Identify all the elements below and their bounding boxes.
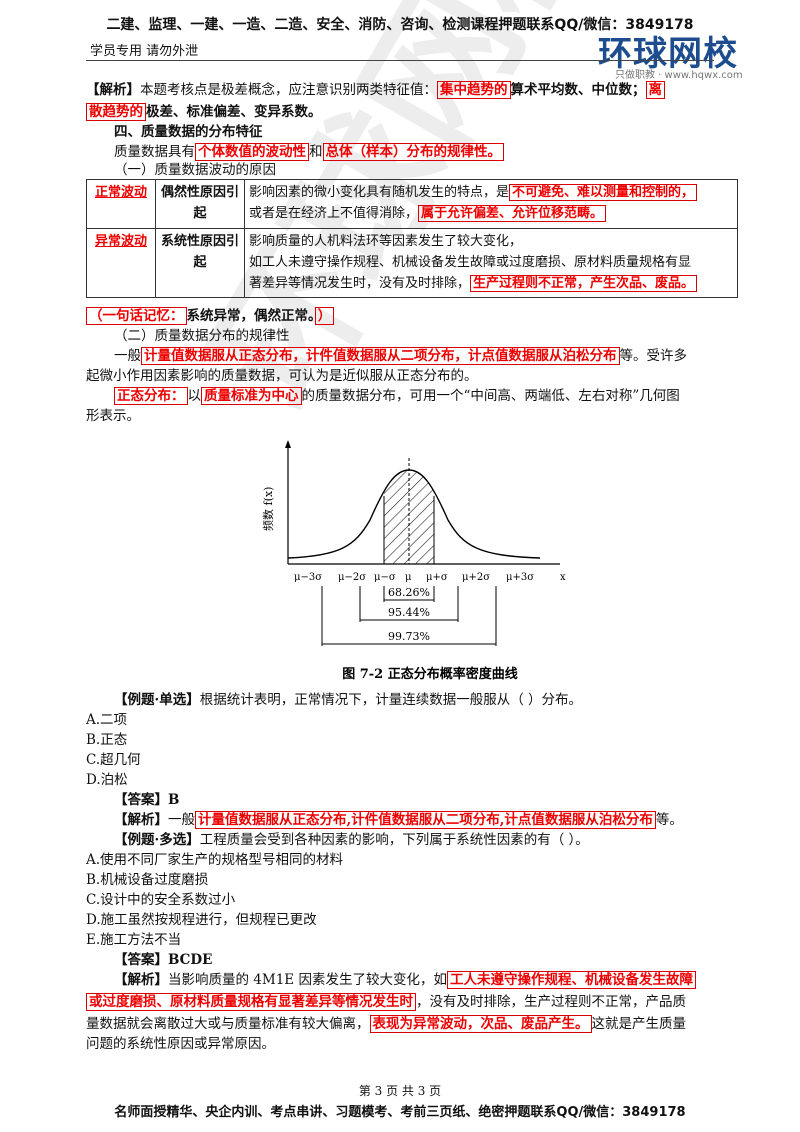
analysis-2: 【解析】一般计量值数据服从正态分布,计件值数据服从二项分布,计点值数据服从泊松分… bbox=[114, 811, 683, 829]
fluctuation-table: 正常波动 偶然性原因引起 影响因素的微小变化具有随机发生的特点，是不可避免、难以… bbox=[86, 179, 738, 298]
hatched-area bbox=[384, 469, 434, 565]
option: D.施工虽然按规程进行，但规程已更改 bbox=[86, 912, 317, 928]
paragraph-distribution-cont: 起微小作用因素影响的质量数据，可认为是近似服从正态分布的。 bbox=[86, 368, 478, 384]
option: E.施工方法不当 bbox=[86, 932, 182, 948]
answer-1: 【答案】B bbox=[114, 792, 180, 808]
tick-label: μ−3σ bbox=[294, 572, 322, 583]
paragraph-normal-cont: 形表示。 bbox=[86, 408, 140, 424]
type-cell: 异常波动 bbox=[86, 228, 156, 298]
option: A.二项 bbox=[86, 712, 128, 728]
table-row: 异常波动 系统性原因引起 影响质量的人机料法环等因素发生了较大变化，如工人未遵守… bbox=[86, 228, 738, 298]
question-1: 【例题·单选】根据统计表明，正常情况下，计量连续数据一般服从（ ）分布。 bbox=[114, 692, 582, 708]
tick-label: μ−σ bbox=[374, 572, 396, 583]
option: D.泊松 bbox=[86, 772, 128, 788]
header-rule bbox=[86, 60, 714, 61]
option: B.正态 bbox=[86, 732, 128, 748]
paragraph-features: 质量数据具有个体数值的波动性和总体（样本）分布的规律性。 bbox=[114, 142, 504, 162]
option: B.机械设备过度磨损 bbox=[86, 872, 209, 888]
tick-label: x bbox=[560, 572, 566, 583]
memo: （一句话记忆：系统异常，偶然正常。） bbox=[86, 306, 335, 326]
analysis-3-cont2: 量数据就会离散过大或与质量标准有较大偏离，表现为异常波动，次品、废品产生。这就是… bbox=[86, 1015, 686, 1033]
analysis-1-cont: 散趋势的极差、标准偏差、变异系数。 bbox=[86, 102, 322, 122]
answer-2: 【答案】BCDE bbox=[114, 952, 213, 968]
option: C.超几何 bbox=[86, 752, 141, 768]
tick-label: μ+σ bbox=[426, 572, 448, 583]
question-2: 【例题·多选】工程质量会受到各种因素的影响，下列属于系统性因素的有（ ）。 bbox=[114, 832, 589, 848]
logo-subtitle: 只做职教 · www.hqwx.com bbox=[615, 70, 743, 81]
subsection-2: （二）质量数据分布的规律性 bbox=[114, 328, 290, 344]
y-label: 频数 f(x) bbox=[261, 487, 275, 531]
analysis-3: 【解析】当影响质量的 4M1E 因素发生了较大变化，如工人未遵守操作规程、机械设… bbox=[114, 970, 696, 990]
footer-banner: 名师面授精华、央企内训、考点串讲、习题模考、考前三页纸、绝密押题联系QQ/微信：… bbox=[114, 1105, 686, 1120]
tick-label: μ+3σ bbox=[506, 572, 534, 583]
header-note: 学员专用 请勿外泄 bbox=[90, 44, 199, 59]
table-row: 正常波动 偶然性原因引起 影响因素的微小变化具有随机发生的特点，是不可避免、难以… bbox=[86, 179, 738, 229]
section-4-title: 四、质量数据的分布特征 bbox=[114, 124, 263, 140]
pct-95: 95.44% bbox=[388, 606, 430, 619]
pct-68: 68.26% bbox=[388, 586, 430, 599]
paragraph-normal: 正态分布：以质量标准为中心的质量数据分布，可用一个“中间高、两端低、左右对称”几… bbox=[114, 386, 680, 406]
paragraph-distribution: 一般计量值数据服从正态分布，计件值数据服从二项分布，计点值数据服从泊松分布等。受… bbox=[114, 347, 687, 365]
normal-distribution-figure: 频数 f(x) μ−3σ μ−2σ μ−σ μ μ+σ μ+2σ μ+3σ x … bbox=[261, 440, 566, 682]
figure-caption: 图 7-2 正态分布概率密度曲线 bbox=[342, 666, 518, 682]
desc-cell: 影响质量的人机料法环等因素发生了较大变化，如工人未遵守操作规程、机械设备发生故障… bbox=[244, 228, 738, 298]
header-banner: 二建、监理、一建、一造、二造、安全、消防、咨询、检测课程押题联系QQ/微信：38… bbox=[106, 17, 694, 33]
analysis-3-cont: 或过度磨损、原材料质量规格有显著差异等情况发生时，没有及时排除，生产过程则不正常… bbox=[86, 992, 686, 1012]
tick-label: μ−2σ bbox=[338, 572, 366, 583]
logo: 环球网校 bbox=[598, 34, 738, 74]
pct-99: 99.73% bbox=[388, 630, 430, 643]
option: A.使用不同厂家生产的规格型号相同的材料 bbox=[86, 852, 344, 868]
option: C.设计中的安全系数过小 bbox=[86, 892, 236, 908]
tick-label: μ bbox=[405, 572, 412, 583]
page-number: 第 3 页 共 3 页 bbox=[358, 1084, 442, 1098]
tick-label: μ+2σ bbox=[462, 572, 490, 583]
cause-cell: 偶然性原因引起 bbox=[155, 179, 245, 229]
subsection-1: （一）质量数据波动的原因 bbox=[114, 162, 276, 178]
desc-cell: 影响因素的微小变化具有随机发生的特点，是不可避免、难以测量和控制的，或者是在经济… bbox=[244, 179, 738, 229]
type-cell: 正常波动 bbox=[86, 179, 156, 229]
analysis-3-cont3: 问题的系统性原因或异常原因。 bbox=[86, 1036, 275, 1052]
analysis-1: 【解析】本题考核点是极差概念，应注意识别两类特征值：集中趋势的算术平均数、中位数… bbox=[86, 80, 665, 100]
cause-cell: 系统性原因引起 bbox=[155, 228, 245, 298]
